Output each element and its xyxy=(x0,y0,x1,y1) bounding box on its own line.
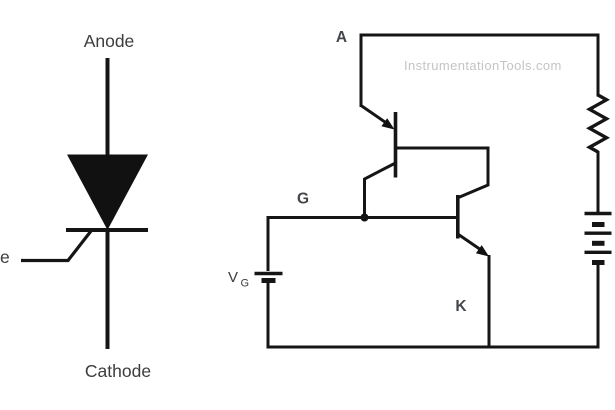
anode-label: Anode xyxy=(84,31,135,51)
q1-base-to-q2-collector-wire xyxy=(396,146,490,199)
vg-source-label-subscript: G xyxy=(241,278,250,290)
watermark-text: InstrumentationTools.com xyxy=(404,58,562,73)
q2-emitter-arrowhead-icon xyxy=(475,245,489,257)
vg-source-label: V xyxy=(228,269,238,286)
supply-battery xyxy=(584,211,612,265)
cathode-label: Cathode xyxy=(85,361,151,381)
transistor-q1-pnp xyxy=(360,104,490,218)
gate-lead-wire xyxy=(21,230,93,263)
thyristor-symbol: Anode e Cathode xyxy=(0,31,151,381)
q1-collector-to-gate-wire xyxy=(363,162,396,218)
two-transistor-equivalent-circuit: A InstrumentationTools.com xyxy=(228,29,612,349)
transistor-q2-npn xyxy=(455,195,489,257)
cathode-terminal-label: K xyxy=(455,298,467,315)
gate-terminal-label: G xyxy=(297,191,309,208)
thyristor-triangle xyxy=(67,154,148,230)
gate-voltage-source: V G xyxy=(228,269,283,290)
anode-terminal-label: A xyxy=(336,29,347,46)
load-resistor xyxy=(586,93,610,154)
gate-label-partial: e xyxy=(0,247,10,267)
q1-emitter-arrowhead-icon xyxy=(381,118,395,130)
